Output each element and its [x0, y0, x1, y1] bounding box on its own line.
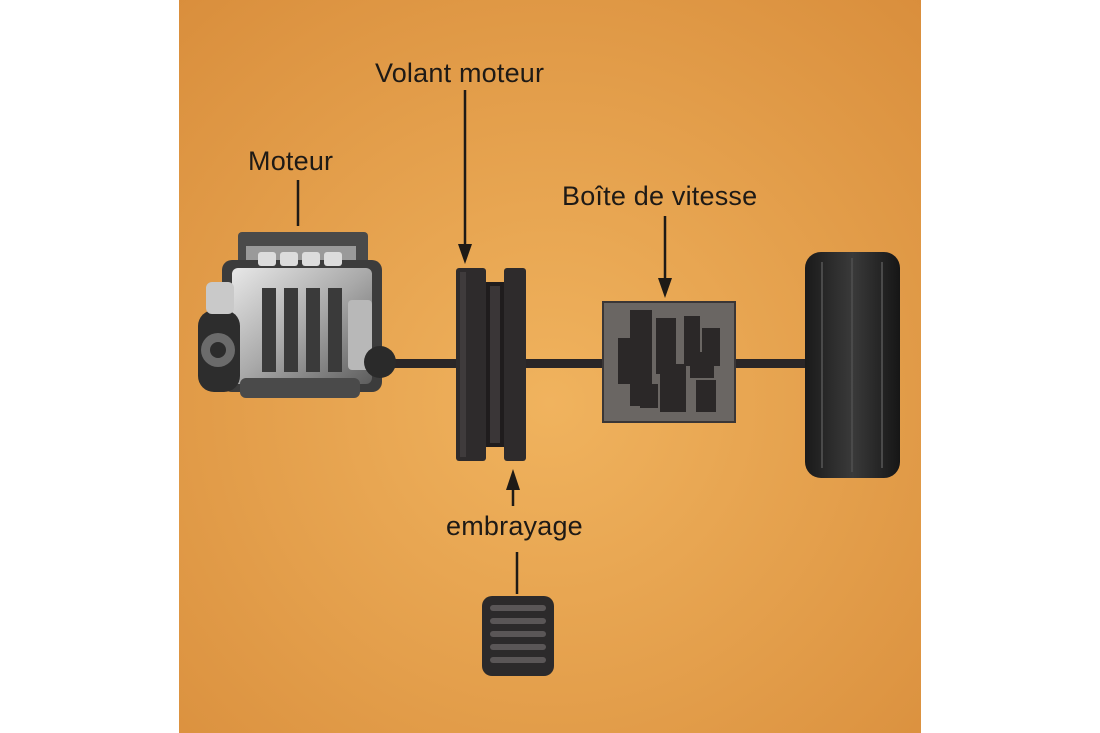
gearbox-icon	[602, 301, 736, 423]
clutch-pointer-arrow	[506, 469, 520, 506]
right-margin	[921, 0, 1100, 733]
drive-shaft	[385, 359, 810, 368]
clutch-disc-icon	[486, 268, 526, 461]
engine-label: Moteur	[248, 146, 334, 176]
gearbox-label: Boîte de vitesse	[562, 181, 758, 211]
gearbox-pointer-arrow	[658, 216, 672, 298]
flywheel-label: Volant moteur	[375, 58, 545, 88]
left-margin	[0, 0, 179, 733]
engine-block-icon	[198, 232, 396, 398]
clutch-label: embrayage	[446, 511, 583, 541]
flywheel-icon	[456, 268, 486, 461]
wheel-icon	[805, 252, 900, 478]
clutch-pedal-icon	[482, 596, 554, 676]
flywheel-pointer-arrow	[458, 90, 472, 264]
